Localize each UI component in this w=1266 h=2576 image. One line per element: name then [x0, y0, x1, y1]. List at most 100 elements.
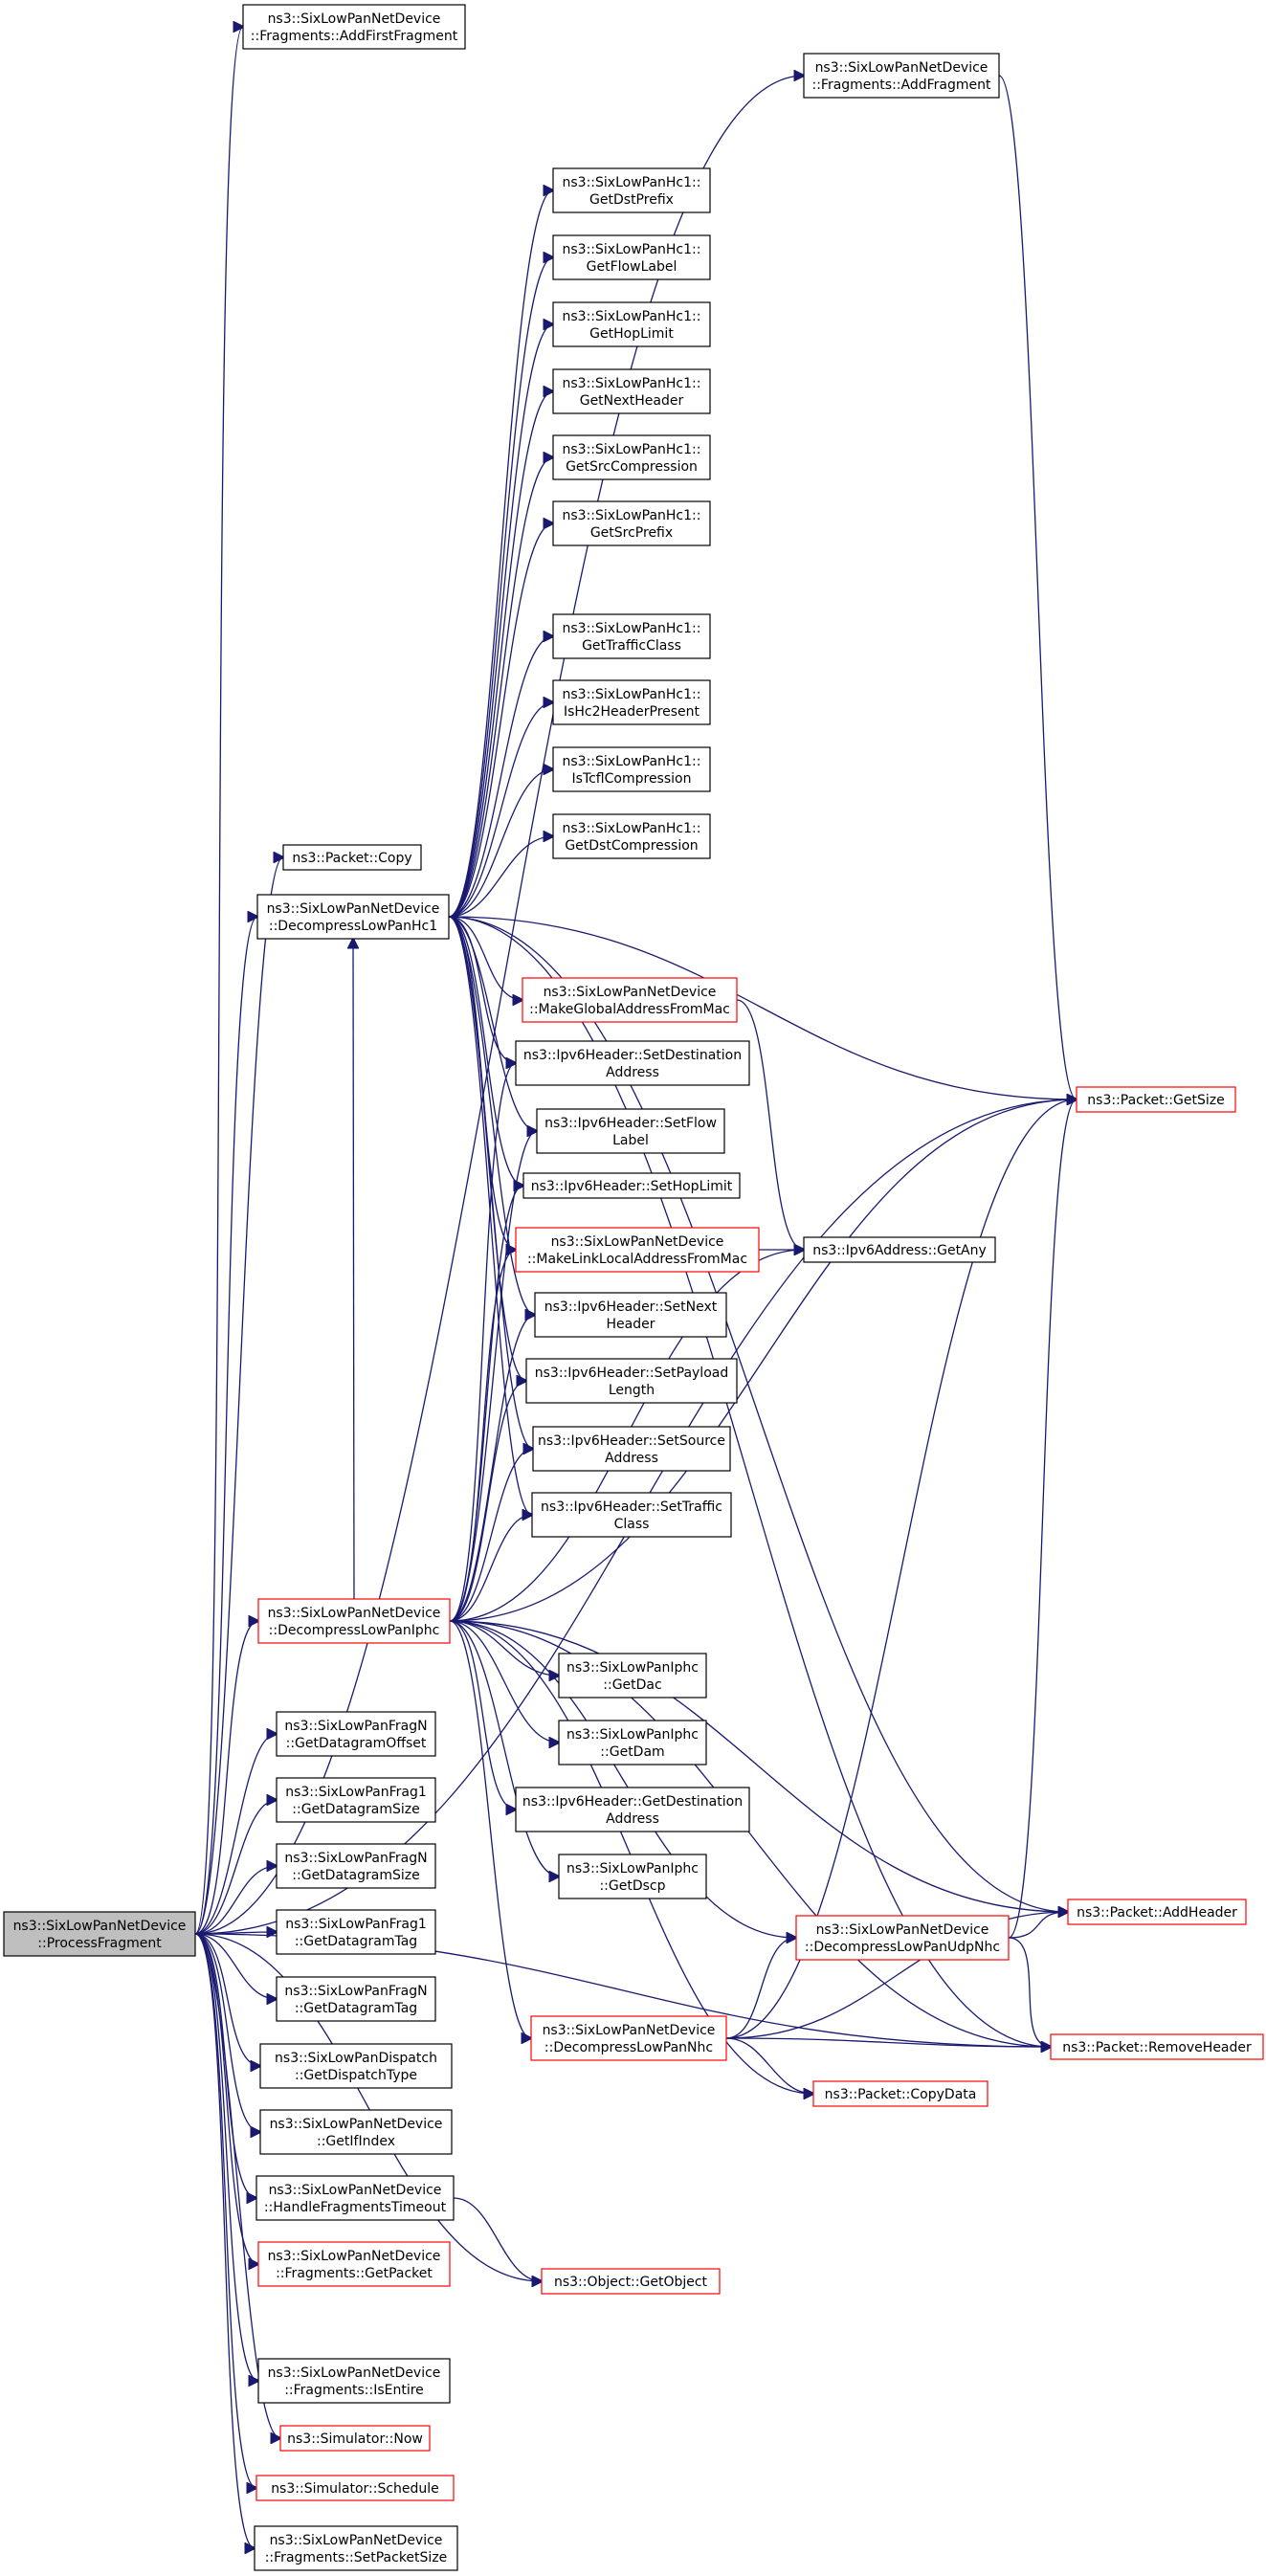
node-handleTimeout[interactable]: ns3::SixLowPanNetDevice::HandleFragments…	[255, 2175, 455, 2221]
node-label-line: ns3::SixLowPanHc1::	[563, 687, 701, 702]
node-label-line: ns3::SixLowPanHc1::	[563, 309, 701, 324]
node-box	[282, 844, 422, 871]
edge-decompIphc-to-removeHeader	[449, 1620, 1051, 2047]
node-setHopLimit[interactable]: ns3::Ipv6Header::SetHopLimit	[522, 1172, 741, 1199]
edge-line	[353, 939, 354, 1600]
node-label-line: ns3::Ipv6Header::SetDestination	[523, 1048, 742, 1063]
edge-line	[194, 1621, 258, 1935]
node-fragNGetTag[interactable]: ns3::SixLowPanFragN::GetDatagramTag	[276, 1976, 436, 2022]
node-iphcGetDac[interactable]: ns3::SixLowPanIphc::GetDac	[558, 1653, 707, 1699]
edge-decompHc1-to-setDstAddr	[448, 916, 516, 1063]
node-decompNhc[interactable]: ns3::SixLowPanNetDevice::DecompressLowPa…	[530, 2015, 727, 2061]
node-ipv6GetAny[interactable]: ns3::Ipv6Address::GetAny	[803, 1236, 996, 1263]
node-label-line: ::Fragments::IsEntire	[284, 2383, 424, 2398]
node-label-line: GetFlowLabel	[587, 259, 677, 275]
node-simNow[interactable]: ns3::Simulator::Now	[279, 2425, 431, 2452]
node-label-line: ns3::Ipv6Header::SetHopLimit	[531, 1179, 733, 1194]
node-hc1DstPrefix[interactable]: ns3::SixLowPanHc1::GetDstPrefix	[552, 167, 711, 213]
node-makeGlobal[interactable]: ns3::SixLowPanNetDevice::MakeGlobalAddre…	[522, 977, 738, 1023]
node-root[interactable]: ns3::SixLowPanNetDevice::ProcessFragment	[3, 1911, 196, 1957]
node-hc1DstCompression[interactable]: ns3::SixLowPanHc1::GetDstCompression	[552, 813, 711, 859]
edge-line	[1008, 1912, 1068, 1939]
node-iphcGetDam[interactable]: ns3::SixLowPanIphc::GetDam	[558, 1720, 707, 1765]
node-box	[552, 679, 711, 725]
node-hc1NextHeader[interactable]: ns3::SixLowPanHc1::GetNextHeader	[552, 368, 711, 414]
edge-decompIphc-to-iphcGetDam	[449, 1620, 559, 1743]
edge-root-to-simSchedule	[194, 1933, 256, 2488]
edge-decompHc1-to-hc1SrcPrefix	[448, 523, 553, 918]
node-hc1TrafficClass[interactable]: ns3::SixLowPanHc1::GetTrafficClass	[552, 613, 711, 659]
node-decompHc1[interactable]: ns3::SixLowPanNetDevice::DecompressLowPa…	[256, 894, 450, 940]
node-box	[256, 894, 450, 940]
node-hc1SrcPrefix[interactable]: ns3::SixLowPanHc1::GetSrcPrefix	[552, 500, 711, 546]
node-box	[552, 434, 711, 480]
node-iphcGetDscp[interactable]: ns3::SixLowPanIphc::GetDscp	[558, 1854, 707, 1899]
node-fragGetPacket[interactable]: ns3::SixLowPanNetDevice::Fragments::GetP…	[257, 2241, 451, 2287]
edge-line	[449, 1250, 516, 1622]
edge-root-to-fragIsEntire	[194, 1933, 258, 2381]
node-simSchedule[interactable]: ns3::Simulator::Schedule	[255, 2475, 455, 2501]
node-packetCopy[interactable]: ns3::Packet::Copy	[282, 844, 422, 871]
node-hc1FlowLabel[interactable]: ns3::SixLowPanHc1::GetFlowLabel	[552, 234, 711, 280]
edge-decompHc1-to-makeGlobal	[448, 916, 522, 1000]
node-box	[276, 1843, 436, 1889]
node-getSize[interactable]: ns3::Packet::GetSize	[1076, 1086, 1236, 1113]
edge-line	[448, 916, 537, 1131]
node-getIfIndex[interactable]: ns3::SixLowPanNetDevice::GetIfIndex	[259, 2109, 453, 2155]
node-fragSetPacketSize[interactable]: ns3::SixLowPanNetDevice::Fragments::SetP…	[254, 2525, 458, 2571]
node-decompIphc[interactable]: ns3::SixLowPanNetDevice::DecompressLowPa…	[257, 1598, 451, 1644]
edges-layer	[194, 27, 1077, 2548]
edge-line	[449, 1515, 532, 1622]
node-label-line: ::GetDatagramTag	[295, 2001, 417, 2016]
edge-line	[448, 702, 553, 918]
node-label-line: ns3::Packet::CopyData	[825, 2087, 977, 2102]
edge-root-to-fragSetPacketSize	[194, 1933, 255, 2548]
node-addFrag[interactable]: ns3::SixLowPanNetDevice::Fragments::AddF…	[803, 53, 1000, 99]
edge-root-to-dispatchType	[194, 1933, 260, 2066]
node-fragIsEntire[interactable]: ns3::SixLowPanNetDevice::Fragments::IsEn…	[257, 2358, 451, 2404]
node-removeHeader[interactable]: ns3::Packet::RemoveHeader	[1050, 2033, 1264, 2060]
node-dispatchType[interactable]: ns3::SixLowPanDispatch::GetDispatchType	[259, 2043, 453, 2089]
node-label-line: ns3::SixLowPanNetDevice	[269, 2183, 442, 2198]
node-label-line: ns3::SixLowPanHc1::	[563, 621, 701, 636]
edge-line	[448, 391, 553, 918]
node-label-line: ns3::SixLowPanHc1::	[563, 754, 701, 769]
edge-line	[449, 1099, 1077, 1622]
node-label-line: ns3::SixLowPanHc1::	[563, 175, 701, 190]
node-label-line: ns3::SixLowPanNetDevice	[816, 1922, 989, 1938]
node-box	[530, 2015, 727, 2061]
edge-line	[194, 917, 257, 1935]
node-decompUdpNhc[interactable]: ns3::SixLowPanNetDevice::DecompressLowPa…	[795, 1915, 1010, 1961]
edge-decompIphc-to-iphcGetDscp	[449, 1620, 559, 1876]
edge-decompHc1-to-hc1FlowLabel	[448, 257, 553, 918]
node-hc1SrcCompression[interactable]: ns3::SixLowPanHc1::GetSrcCompression	[552, 434, 711, 480]
node-fragNGetSize[interactable]: ns3::SixLowPanFragN::GetDatagramSize	[276, 1843, 436, 1889]
node-fragNGetOffset[interactable]: ns3::SixLowPanFragN::GetDatagramOffset	[276, 1711, 436, 1757]
node-hc1HopLimit[interactable]: ns3::SixLowPanHc1::GetHopLimit	[552, 301, 711, 347]
node-makeLinkLocal[interactable]: ns3::SixLowPanNetDevice::MakeLinkLocalAd…	[515, 1227, 760, 1273]
node-label-line: ns3::SixLowPanNetDevice	[270, 2533, 443, 2548]
node-label-line: ns3::Ipv6Header::SetPayload	[535, 1366, 728, 1381]
node-frag1GetTag[interactable]: ns3::SixLowPanFrag1::GetDatagramTag	[276, 1909, 436, 1955]
node-addHeader[interactable]: ns3::Packet::AddHeader	[1067, 1899, 1247, 1925]
node-box	[279, 2425, 431, 2452]
node-label-line: ns3::SixLowPanNetDevice	[13, 1919, 187, 1934]
node-getObject[interactable]: ns3::Object::GetObject	[541, 2268, 721, 2295]
node-label-line: ::DecompressLowPanIphc	[269, 1623, 440, 1638]
edge-decompIphc-to-decompHc1	[353, 939, 354, 1600]
edge-decompIphc-to-setSrcAddr	[449, 1449, 533, 1622]
node-hc1IsHc2[interactable]: ns3::SixLowPanHc1::IsHc2HeaderPresent	[552, 679, 711, 725]
node-hc1IsTcfl[interactable]: ns3::SixLowPanHc1::IsTcflCompression	[552, 746, 711, 792]
node-copyData[interactable]: ns3::Packet::CopyData	[812, 2080, 988, 2107]
node-frag1GetSize[interactable]: ns3::SixLowPanFrag1::GetDatagramSize	[276, 1777, 436, 1823]
node-label-line: Address	[606, 1065, 659, 1080]
edge-line	[1008, 1937, 1051, 2047]
node-addFirstFrag[interactable]: ns3::SixLowPanNetDevice::Fragments::AddF…	[242, 4, 466, 50]
